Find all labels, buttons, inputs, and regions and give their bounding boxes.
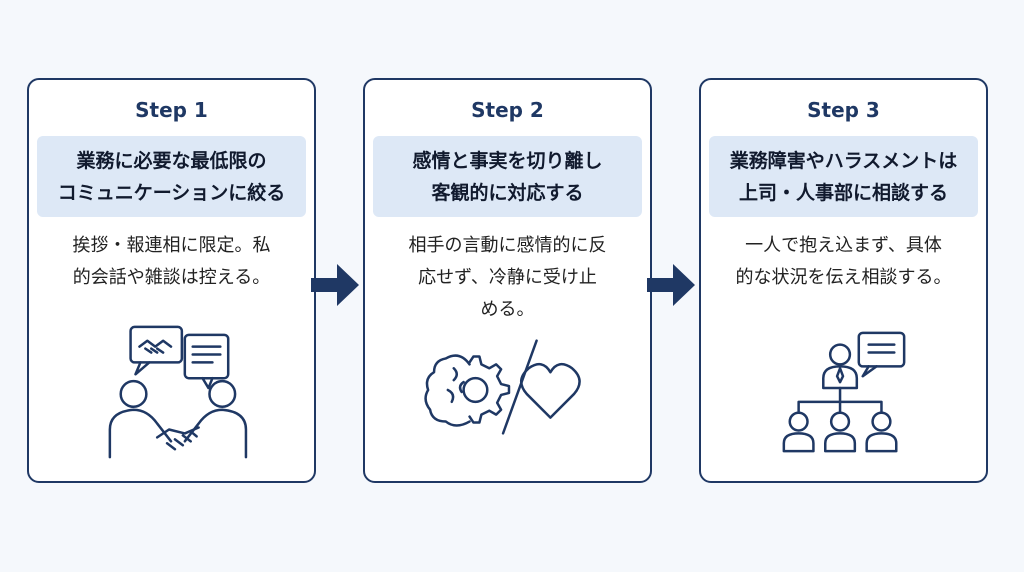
step-card-3: Step 3 業務障害やハラスメントは 上司・人事部に相談する 一人で抱え込まず… — [699, 78, 988, 483]
org-chart-consultation-icon — [701, 324, 986, 460]
step-label: Step 3 — [807, 98, 880, 122]
next-arrow-icon — [311, 264, 359, 306]
handshake-conversation-icon — [29, 318, 314, 468]
step-label: Step 2 — [471, 98, 544, 122]
step-card-1: Step 1 業務に必要な最低限の コミュニケーションに絞る 挨拶・報連相に限定… — [27, 78, 316, 483]
step-description: 一人で抱え込まず、具体 的な状況を伝え相談する。 — [735, 235, 952, 288]
step-description: 相手の言動に感情的に反 応せず、冷静に受け止 める。 — [408, 235, 607, 320]
step-description: 挨拶・報連相に限定。私 的会話や雑談は控える。 — [72, 235, 271, 288]
step-card-2: Step 2 感情と事実を切り離し 客観的に対応する 相手の言動に感情的に反 応… — [363, 78, 652, 483]
next-arrow-icon — [647, 264, 695, 306]
step-title: 業務障害やハラスメントは 上司・人事部に相談する — [709, 136, 978, 217]
step-title: 業務に必要な最低限の コミュニケーションに絞る — [37, 136, 306, 217]
step-title: 感情と事実を切り離し 客観的に対応する — [373, 136, 642, 217]
brain-slash-heart-icon — [365, 334, 650, 444]
step-label: Step 1 — [135, 98, 208, 122]
